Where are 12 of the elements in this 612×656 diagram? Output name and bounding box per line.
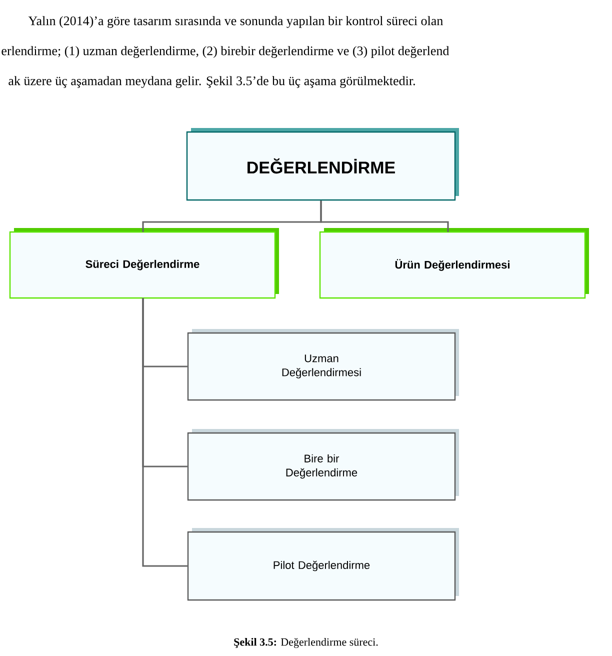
paragraph-line: ak üzere üç aşamadan meydana gelir. Şekil 3.5’de bu üç aşama görülmektedir. bbox=[8, 76, 415, 88]
paragraph-line: erlendirme; (1) uzman değerlendirme, (2) birebir değerlendirme ve (3) pilot değerlend bbox=[2, 46, 450, 58]
connector-line bbox=[142, 298, 188, 567]
category-box: Ürün Değerlendirmesi bbox=[319, 228, 589, 299]
category-box: Süreci Değerlendirme bbox=[9, 228, 279, 299]
header-box: DEĞERLENDİRME bbox=[186, 128, 459, 201]
stage-box: Bire bir Değerlendirme bbox=[187, 429, 459, 501]
stage-box: Uzman Değerlendirmesi bbox=[187, 329, 459, 401]
figure-caption: Şekil 3.5: Değerlendirme süreci. bbox=[234, 638, 378, 648]
paragraph-line: Yalın (2014)’a göre tasarım sırasında ve sonunda yapılan bir kontrol süreci olan bbox=[28, 16, 443, 28]
stage-box: Pilot Değerlendirme bbox=[187, 528, 459, 601]
connector-line bbox=[320, 200, 449, 232]
